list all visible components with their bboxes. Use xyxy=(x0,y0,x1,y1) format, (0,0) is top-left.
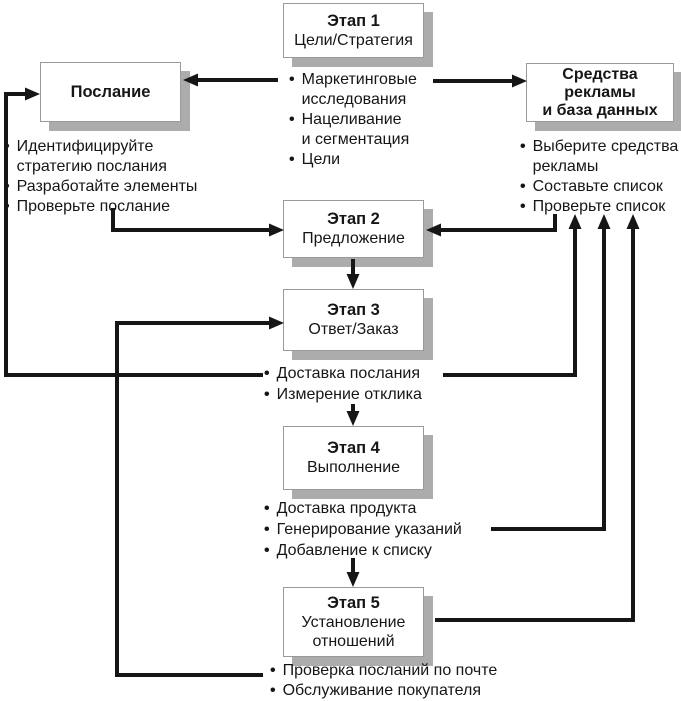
stage1-title: Этап 1 xyxy=(327,11,380,30)
arrow-delivery-feedback-to-message xyxy=(4,87,263,377)
list-item: Разработайте элементы xyxy=(4,177,254,197)
message-title: Послание xyxy=(70,82,151,101)
arrow-leads-feedback-to-media xyxy=(491,214,611,531)
list-item: Составьте список xyxy=(520,177,681,197)
stage5-tasks-list: Проверка посланий по почте Обслуживание … xyxy=(270,661,520,701)
stage5-title: Этап 5 xyxy=(327,593,380,612)
stage3-tasks-list: Доставка послания Измерение отклика xyxy=(264,363,474,405)
media-database-title: Средства рекламы и база данных xyxy=(542,65,658,119)
stage5-subtitle: Установление отношений xyxy=(301,613,406,650)
list-item: Доставка продукта xyxy=(264,498,499,519)
arrow-stage2-to-stage3 xyxy=(346,259,360,289)
message-box: Послание xyxy=(40,62,181,122)
list-item: Обслуживание покупателя xyxy=(270,681,520,701)
stage3-subtitle: Ответ/Заказ xyxy=(308,321,399,338)
stage2-box: Этап 2 Предложение xyxy=(283,200,424,258)
stage4-box: Этап 4 Выполнение xyxy=(283,426,424,490)
list-item: Проверьте послание xyxy=(4,197,254,217)
media-tasks-list: Выберите средства рекламы Составьте спис… xyxy=(520,137,681,217)
stage1-box: Этап 1 Цели/Стратегия xyxy=(283,3,424,58)
media-database-box: Средства рекламы и база данных xyxy=(526,63,674,122)
list-item: Проверка посланий по почте xyxy=(270,661,520,681)
arrow-media-tasks-to-stage2 xyxy=(426,214,557,237)
list-item: Проверьте список xyxy=(520,197,681,217)
list-item: Маркетинговые исследования xyxy=(289,70,429,110)
stage4-tasks-list: Доставка продукта Генерирование указаний… xyxy=(264,498,499,561)
list-item: Выберите средства рекламы xyxy=(520,137,681,177)
stage1-subtitle: Цели/Стратегия xyxy=(294,31,413,49)
arrow-stage1-activities-to-message xyxy=(183,73,278,87)
arrow-stage4-tasks-to-stage5 xyxy=(346,558,360,587)
list-item: Измерение отклика xyxy=(264,384,474,405)
stage3-title: Этап 3 xyxy=(327,301,380,319)
arrow-stage1-activities-to-media xyxy=(433,74,527,88)
stage2-title: Этап 2 xyxy=(327,210,380,228)
list-item: Цели xyxy=(289,150,429,170)
stage5-box: Этап 5 Установление отношений xyxy=(283,587,424,657)
list-item: Нацеливание и сегментация xyxy=(289,110,429,150)
list-item: Идентифицируйте стратегию послания xyxy=(4,137,254,177)
stage2-subtitle: Предложение xyxy=(302,230,405,247)
stage3-box: Этап 3 Ответ/Заказ xyxy=(283,289,424,351)
message-tasks-list: Идентифицируйте стратегию послания Разра… xyxy=(4,137,254,217)
stage4-subtitle: Выполнение xyxy=(306,459,401,476)
list-item: Доставка послания xyxy=(264,363,474,384)
arrow-delivery-feedback-to-media xyxy=(443,214,582,377)
arrow-stage5-tasks-feedback-to-stage3 xyxy=(115,316,284,677)
arrow-stage3-tasks-to-stage4 xyxy=(346,404,360,426)
list-item: Добавление к списку xyxy=(264,540,499,561)
list-item: Генерирование указаний xyxy=(264,519,499,540)
stage1-activities-list: Маркетинговые исследования Нацеливание и… xyxy=(289,70,429,170)
stage4-title: Этап 4 xyxy=(327,439,380,457)
